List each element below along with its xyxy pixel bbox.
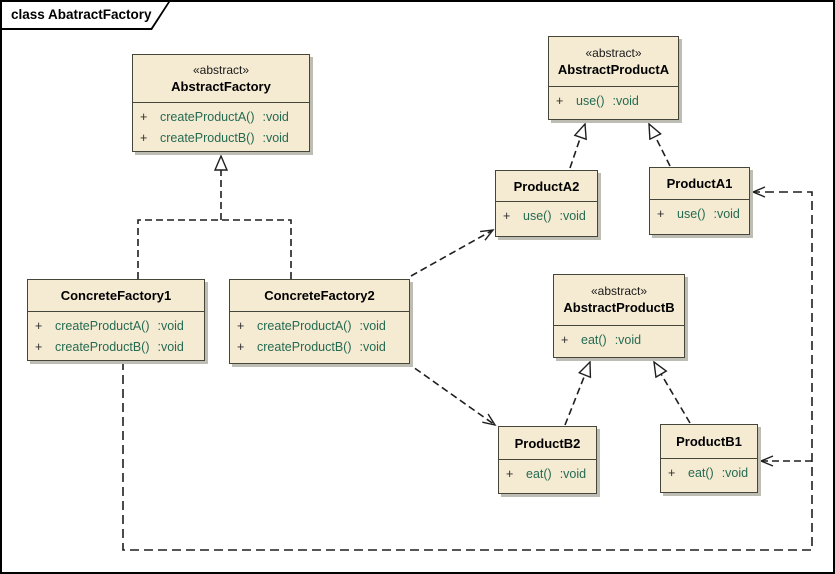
class-header: ProductB1	[661, 425, 757, 459]
class-name: ProductB1	[676, 434, 742, 449]
method-visibility: +	[35, 319, 43, 333]
method-type: :void	[612, 94, 639, 108]
class-box-productb2[interactable]: ProductB2 + eat() :void	[498, 426, 597, 494]
class-box-producta2[interactable]: ProductA2 + use() :void	[495, 170, 598, 237]
method-row: + use() :void	[554, 92, 673, 110]
method-type: :void	[721, 466, 749, 480]
class-operations: + createProductA() :void + createProduct…	[28, 312, 204, 360]
method-visibility: +	[35, 340, 43, 354]
class-operations: + use() :void	[650, 200, 749, 227]
class-name: AbstractProductB	[563, 300, 675, 315]
method-visibility: +	[506, 467, 514, 481]
method-visibility: +	[668, 466, 676, 480]
class-stereotype: «abstract»	[585, 45, 642, 60]
class-header: «abstract» AbstractProductA	[549, 37, 678, 87]
method-type: :void	[559, 467, 587, 481]
method-name: use()	[677, 207, 706, 221]
method-visibility: +	[556, 94, 564, 108]
class-stereotype: «abstract»	[590, 284, 648, 298]
class-name: AbstractProductA	[557, 61, 670, 77]
method-type: :void	[359, 340, 386, 354]
class-box-abstractproductb[interactable]: «abstract» AbstractProductB + eat() :voi…	[553, 274, 685, 358]
class-header: ConcreteFactory2	[230, 280, 409, 312]
method-row: + createProductA() :void	[138, 108, 304, 126]
method-name: use()	[576, 94, 605, 108]
method-type: :void	[262, 110, 289, 124]
method-row: + createProductB() :void	[235, 338, 404, 356]
connector-realization-producta1-abstractproducta[interactable]	[649, 124, 671, 167]
class-operations: + eat() :void	[554, 326, 684, 353]
class-operations: + eat() :void	[499, 460, 596, 487]
class-box-abstractfactory[interactable]: «abstract» AbstractFactory + createProdu…	[132, 54, 310, 152]
method-visibility: +	[503, 209, 511, 223]
class-box-abstractproducta[interactable]: «abstract» AbstractProductA + use() :voi…	[548, 36, 679, 120]
connector-dependency-concretefactory1-producta1[interactable]	[122, 186, 813, 551]
class-name: ConcreteFactory1	[60, 288, 172, 303]
class-box-producta1[interactable]: ProductA1 + use() :void	[649, 167, 750, 235]
class-operations: + eat() :void	[661, 459, 757, 486]
method-type: :void	[559, 209, 586, 223]
class-box-concretefactory1[interactable]: ConcreteFactory1 + createProductA() :voi…	[27, 279, 205, 361]
class-name: ProductB2	[514, 435, 581, 451]
method-row: + createProductB() :void	[138, 129, 304, 147]
method-row: + eat() :void	[504, 465, 591, 483]
class-header: ProductA2	[496, 171, 597, 202]
method-visibility: +	[561, 333, 569, 347]
method-visibility: +	[140, 110, 148, 124]
method-name: eat()	[688, 466, 714, 480]
class-name: ProductA2	[513, 178, 580, 194]
class-operations: + use() :void	[496, 202, 597, 229]
method-row: + createProductA() :void	[33, 317, 199, 335]
method-name: createProductB()	[55, 340, 150, 354]
connector-realization-productb2-abstractproductb[interactable]	[564, 362, 590, 426]
connector-dependency-concretefactory2-productb2[interactable]	[405, 361, 497, 427]
connector-realization-productb1-abstractproductb[interactable]	[654, 362, 691, 424]
class-operations: + use() :void	[549, 87, 678, 114]
method-visibility: +	[140, 131, 148, 145]
method-row: + createProductB() :void	[33, 338, 199, 356]
class-name: ConcreteFactory2	[264, 288, 375, 303]
class-box-productb1[interactable]: ProductB1 + eat() :void	[660, 424, 758, 493]
method-name: createProductB()	[160, 131, 255, 145]
class-name: AbstractFactory	[171, 78, 271, 94]
method-visibility: +	[237, 340, 245, 354]
method-row: + use() :void	[501, 207, 592, 225]
class-header: ProductA1	[650, 168, 749, 200]
method-name: createProductA()	[160, 110, 255, 124]
class-box-concretefactory2[interactable]: ConcreteFactory2 + createProductA() :voi…	[229, 279, 410, 364]
class-name: ProductA1	[666, 176, 733, 191]
method-type: :void	[157, 319, 184, 333]
method-type: :void	[262, 131, 289, 145]
class-header: «abstract» AbstractFactory	[133, 55, 309, 103]
method-visibility: +	[237, 319, 245, 333]
method-row: + use() :void	[655, 205, 744, 223]
method-name: createProductB()	[257, 340, 352, 354]
connector-realization-producta2-abstractproducta[interactable]	[569, 124, 585, 169]
method-visibility: +	[657, 207, 665, 221]
method-name: eat()	[526, 467, 552, 481]
class-operations: + createProductA() :void + createProduct…	[133, 103, 309, 151]
method-type: :void	[614, 333, 642, 347]
connector-dependency-concretefactory2-producta2[interactable]	[410, 229, 495, 277]
frame-tab-label: class AbatractFactory	[2, 2, 168, 28]
method-name: use()	[523, 209, 552, 223]
method-type: :void	[157, 340, 184, 354]
method-row: + createProductA() :void	[235, 317, 404, 335]
class-operations: + createProductA() :void + createProduct…	[230, 312, 409, 360]
class-stereotype: «abstract»	[192, 62, 250, 77]
method-type: :void	[359, 319, 386, 333]
method-row: + eat() :void	[559, 331, 679, 349]
method-name: createProductA()	[55, 319, 150, 333]
method-name: eat()	[581, 333, 607, 347]
method-row: + eat() :void	[666, 464, 752, 482]
class-header: ProductB2	[499, 427, 596, 460]
class-header: ConcreteFactory1	[28, 280, 204, 312]
class-header: «abstract» AbstractProductB	[554, 275, 684, 326]
method-name: createProductA()	[257, 319, 352, 333]
frame-tab[interactable]: class AbatractFactory	[2, 2, 170, 30]
connector-realization-factories-abstractfactory[interactable]	[137, 156, 292, 279]
method-type: :void	[713, 207, 740, 221]
